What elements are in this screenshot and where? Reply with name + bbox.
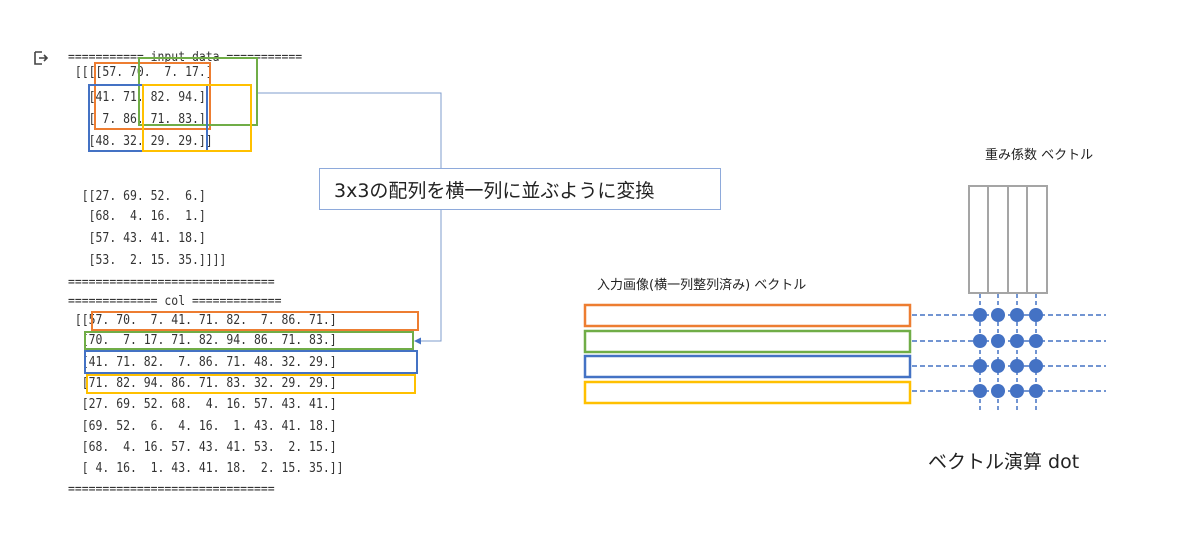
input-row-orange: [583, 303, 912, 328]
input-row-yellow: [583, 380, 912, 405]
green-col-row-box: [84, 331, 414, 350]
output-arrow-icon[interactable]: [33, 50, 49, 66]
console-line: [68. 4. 16. 57. 43. 41. 53. 2. 15.]: [68, 440, 337, 455]
transform-callout: 3x3の配列を横一列に並ぶように変換: [319, 168, 721, 210]
console-line: [27. 69. 52. 68. 4. 16. 57. 43. 41.]: [68, 397, 337, 412]
green-window-box: [138, 57, 258, 126]
console-line: ==============================: [68, 482, 275, 497]
console-line: [70. 7. 17. 71. 82. 94. 86. 71. 83.]: [68, 333, 337, 348]
orange-col-row-box: [91, 311, 419, 331]
console-line: [41. 71. 82. 7. 86. 71. 48. 32. 29.]: [68, 355, 337, 370]
callout-text: 3x3の配列を横一列に並ぶように変換: [334, 179, 655, 202]
orange-window-box: [94, 62, 211, 130]
weights-label: 重み係数 ベクトル: [985, 148, 1094, 163]
console-line: ==============================: [68, 275, 275, 290]
console-line: [68. 4. 16. 1.]: [68, 209, 206, 224]
console-line: =========== input_data ===========: [68, 50, 303, 65]
input-image-label: 入力画像(横一列整列済み) ベクトル: [597, 278, 807, 293]
operation-label: ベクトル演算 dot: [928, 451, 1080, 473]
input-row-blue: [583, 354, 912, 379]
input-row-green: [583, 329, 912, 354]
console-line: [48. 32. 29. 29.]]: [68, 134, 213, 149]
console-line: [57. 43. 41. 18.]: [68, 231, 206, 246]
console-line: [[[[57. 70. 7. 17.]: [68, 65, 213, 80]
console-line: [[57. 70. 7. 41. 71. 82. 7. 86. 71.]: [68, 313, 337, 328]
console-line: [ 4. 16. 1. 43. 41. 18. 2. 15. 35.]]: [68, 461, 344, 476]
console-line: [69. 52. 6. 4. 16. 1. 43. 41. 18.]: [68, 419, 337, 434]
console-line: [[27. 69. 52. 6.]: [68, 189, 206, 204]
console-line: [ 7. 86. 71. 83.]: [68, 112, 206, 127]
yellow-window-box: [142, 84, 252, 152]
yellow-col-row-box: [86, 374, 416, 394]
column-dashes: [979, 294, 1037, 412]
console-line: [53. 2. 15. 35.]]]]: [68, 253, 227, 268]
blue-col-row-box: [84, 350, 418, 374]
console-line: [71. 82. 94. 86. 71. 83. 32. 29. 29.]: [68, 376, 337, 391]
row-dashes: [912, 314, 1106, 392]
dot-product-nodes: [973, 308, 1043, 398]
console-line: ============= col =============: [68, 294, 282, 309]
